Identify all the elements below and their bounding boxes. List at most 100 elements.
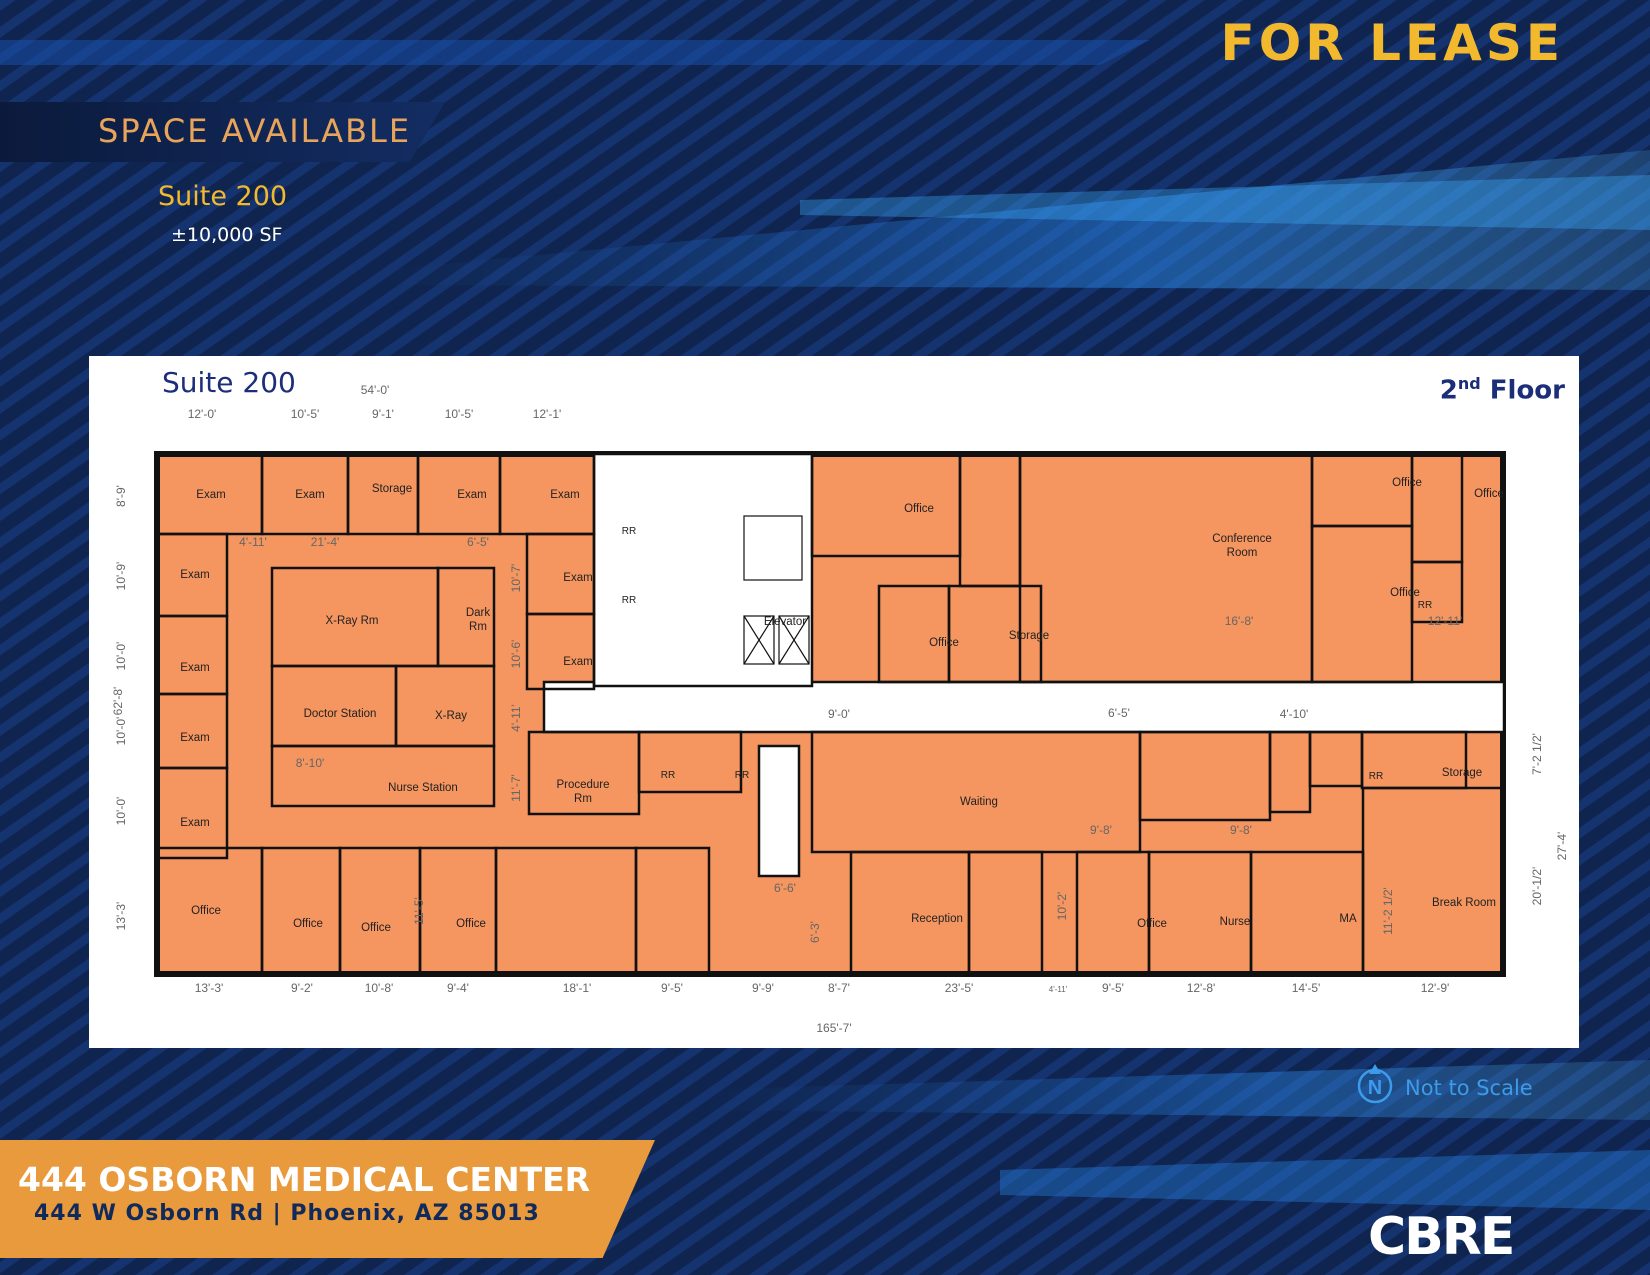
svg-text:11'-5': 11'-5' — [412, 897, 426, 925]
svg-text:21'-4': 21'-4' — [311, 535, 340, 549]
svg-text:9'-2': 9'-2' — [291, 981, 313, 995]
svg-text:9'-5': 9'-5' — [661, 981, 683, 995]
svg-text:6'-5': 6'-5' — [1108, 706, 1130, 720]
plan-title: Suite 200 — [162, 366, 296, 399]
building-name: 444 OSBORN MEDICAL CENTER — [18, 1160, 591, 1199]
svg-text:10'-2': 10'-2' — [1055, 892, 1069, 921]
svg-text:4'-10': 4'-10' — [1280, 707, 1309, 721]
svg-text:10'-9': 10'-9' — [114, 562, 128, 591]
room-office: Office — [1137, 918, 1167, 930]
floor-label: 2nd Floor — [1440, 374, 1565, 406]
room-exam: Exam — [196, 489, 225, 501]
room-storage: Storage — [1009, 630, 1049, 642]
svg-text:10'-8': 10'-8' — [365, 981, 394, 995]
room-office: Office — [361, 922, 391, 934]
svg-text:10'-0': 10'-0' — [114, 642, 128, 671]
room-xray-rm: X-Ray Rm — [325, 615, 378, 627]
room-dark-rm: Rm — [469, 621, 487, 633]
svg-text:10'-6': 10'-6' — [509, 640, 523, 669]
floor-word: Floor — [1489, 375, 1565, 406]
svg-text:6'-6': 6'-6' — [774, 881, 796, 895]
room-exam: Exam — [180, 732, 209, 744]
svg-text:9'-5': 9'-5' — [1102, 981, 1124, 995]
room-break-room: Break Room — [1432, 897, 1496, 909]
svg-text:62'-8': 62'-8' — [111, 687, 125, 716]
room-conference: Conference — [1212, 533, 1271, 545]
floor-suffix: nd — [1457, 374, 1481, 393]
svg-text:4'-11': 4'-11' — [509, 704, 523, 732]
svg-text:9'-9': 9'-9' — [752, 981, 774, 995]
room-conference: Room — [1227, 547, 1258, 559]
building-address: 444 W Osborn Rd | Phoenix, AZ 85013 — [34, 1201, 540, 1226]
room-office: Office — [1390, 587, 1420, 599]
room-office: Office — [456, 918, 486, 930]
footer-banner — [0, 1140, 655, 1258]
north-letter: N — [1368, 1077, 1382, 1099]
room-office: Office — [1474, 488, 1504, 500]
suite-size: ±10,000 SF — [171, 224, 283, 246]
svg-text:14'-5': 14'-5' — [1292, 981, 1321, 995]
for-lease-heading: FOR LEASE — [1220, 14, 1564, 72]
room-nurse: Nurse — [1220, 916, 1251, 928]
floor-plan-drawing: 54'-0' 12'-0' 10'-5' 9'-1' 10'-5' 12'-1'… — [111, 383, 1569, 1035]
svg-text:8'-10': 8'-10' — [296, 756, 325, 770]
svg-text:7'-2 1/2': 7'-2 1/2' — [1530, 733, 1544, 775]
svg-text:12'-9': 12'-9' — [1421, 981, 1450, 995]
room-exam: Exam — [180, 662, 209, 674]
room-rr: RR — [661, 770, 675, 781]
dim-top-total: 54'-0' — [361, 383, 390, 397]
room-dark-rm: Dark — [466, 607, 491, 619]
svg-text:10'-0': 10'-0' — [114, 797, 128, 826]
svg-text:13'-3': 13'-3' — [195, 981, 224, 995]
room-rr: RR — [1418, 600, 1432, 611]
svg-text:4'-11': 4'-11' — [239, 535, 267, 549]
svg-text:12'-8': 12'-8' — [1187, 981, 1216, 995]
svg-text:18'-1': 18'-1' — [563, 981, 592, 995]
svg-text:16'-8': 16'-8' — [1225, 614, 1254, 628]
svg-text:9'-0': 9'-0' — [828, 707, 850, 721]
room-procedure: Procedure — [556, 779, 609, 791]
svg-text:165'-7': 165'-7' — [816, 1021, 851, 1035]
core-area — [592, 452, 814, 688]
room-rr: RR — [735, 770, 749, 781]
room-storage: Storage — [372, 483, 412, 495]
svg-text:10'-5': 10'-5' — [445, 407, 474, 421]
room-office: Office — [929, 637, 959, 649]
svg-text:12'-0': 12'-0' — [188, 407, 217, 421]
room-office: Office — [1392, 477, 1422, 489]
scale-note: Not to Scale — [1405, 1076, 1533, 1100]
room-exam: Exam — [295, 489, 324, 501]
room-exam: Exam — [457, 489, 486, 501]
stair-core-south — [757, 744, 801, 878]
room-xray: X-Ray — [435, 710, 467, 722]
room-rr: RR — [1369, 771, 1383, 782]
svg-text:27'-4': 27'-4' — [1555, 832, 1569, 861]
svg-text:12'-11': 12'-11' — [1428, 614, 1462, 628]
svg-text:11'-7': 11'-7' — [509, 774, 523, 802]
svg-text:10'-7': 10'-7' — [509, 564, 523, 593]
space-available-label: SPACE AVAILABLE — [98, 112, 412, 150]
svg-text:8'-7': 8'-7' — [828, 981, 850, 995]
suite-heading: Suite 200 — [158, 181, 288, 212]
svg-text:9'-8': 9'-8' — [1090, 823, 1112, 837]
room-rr: RR — [622, 526, 636, 537]
room-exam: Exam — [180, 569, 209, 581]
room-exam: Exam — [563, 572, 592, 584]
svg-text:20'-1/2': 20'-1/2' — [1530, 867, 1544, 906]
svg-text:23'-5': 23'-5' — [945, 981, 974, 995]
room-ma: MA — [1339, 913, 1357, 925]
room-waiting: Waiting — [960, 796, 998, 808]
room-storage: Storage — [1442, 767, 1482, 779]
room-exam: Exam — [550, 489, 579, 501]
svg-text:9'-4': 9'-4' — [447, 981, 469, 995]
svg-text:11'-2 1/2': 11'-2 1/2' — [1381, 887, 1395, 935]
room-exam: Exam — [180, 817, 209, 829]
floor-number: 2 — [1439, 375, 1458, 406]
cbre-logo: CBRE — [1368, 1207, 1515, 1267]
room-elevator: Elevator — [764, 616, 806, 628]
room-exam: Exam — [563, 656, 592, 668]
north-arrow-icon: N — [1357, 1064, 1393, 1104]
space-available-banner — [0, 102, 445, 162]
room-office: Office — [904, 503, 934, 515]
floor-plan-panel: 54'-0' 12'-0' 10'-5' 9'-1' 10'-5' 12'-1'… — [89, 356, 1579, 1048]
